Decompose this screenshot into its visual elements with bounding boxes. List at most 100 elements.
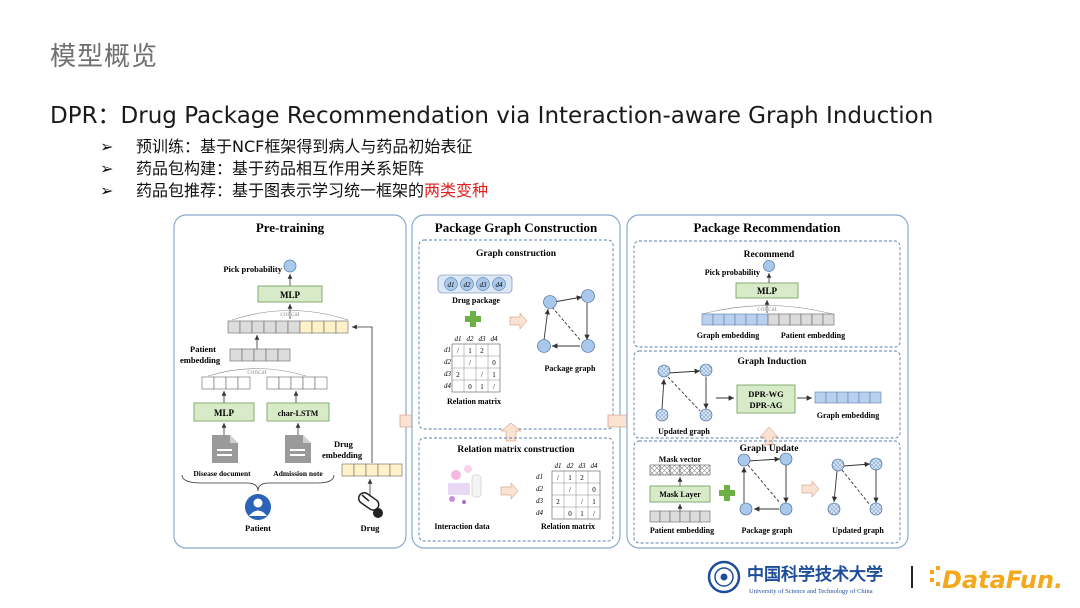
bullet-list: ➢ 预训练：基于NCF框架得到病人与药品初始表征 ➢ 药品包构建：基于药品相互作用关… (100, 136, 488, 202)
svg-text:/: / (593, 510, 595, 518)
svg-text:1: 1 (492, 371, 496, 379)
char-lstm-box: char-LSTM (278, 409, 319, 418)
up-arrow-icon (500, 422, 522, 442)
flow-arrow-icon (509, 312, 528, 330)
svg-text:d2: d2 (536, 485, 544, 493)
svg-text:1: 1 (592, 498, 596, 506)
svg-text:/: / (557, 474, 559, 482)
svg-text:2: 2 (556, 498, 560, 506)
relation-matrix-top: d1 d2 d3 d4 d1 d2 d3 d4 / 1 2 / 0 2 / 1 … (444, 335, 501, 393)
footer-divider (911, 566, 913, 588)
svg-text:0: 0 (568, 510, 572, 518)
svg-text:0: 0 (468, 383, 472, 391)
rec-mlp-box: MLP (757, 286, 777, 296)
svg-text:1: 1 (480, 383, 484, 391)
svg-text:d2: d2 (467, 335, 475, 343)
relation-matrix-2-label: Relation matrix (541, 522, 595, 531)
bullet-item: ➢ 预训练：基于NCF框架得到病人与药品初始表征 (100, 136, 488, 158)
plus-icon (719, 485, 735, 501)
disease-document-icon (212, 435, 238, 463)
bullet-arrow-icon: ➢ (100, 159, 114, 178)
svg-text:d2: d2 (444, 358, 452, 366)
pretraining-panel: Pre-training Pick probability MLP concat… (173, 214, 407, 549)
flow-arrow-icon (500, 482, 519, 500)
datafun-logo: DataFun. (930, 566, 1060, 594)
drug-embedding-vector (341, 463, 403, 477)
svg-text:d3: d3 (479, 335, 487, 343)
svg-text:/: / (581, 498, 583, 506)
pretraining-mlp-box: MLP (280, 290, 300, 300)
svg-text:1: 1 (580, 510, 584, 518)
recommendation-title: Package Recommendation (694, 220, 842, 235)
recommendation-panel: Package Recommendation Recommend Pick pr… (626, 214, 909, 549)
bullet-arrow-icon: ➢ (100, 137, 114, 156)
svg-text:/: / (457, 347, 459, 355)
rec-combined-vector (701, 313, 835, 326)
datafun-wordmark: DataFun. (942, 566, 1060, 594)
updated-graph-icon-1 (655, 363, 713, 422)
rec-pick-probability-label: Pick probability (705, 268, 760, 277)
disease-mlp-box: MLP (214, 408, 234, 418)
drug-embedding-label-2: embedding (322, 450, 363, 460)
svg-text:0: 0 (492, 359, 496, 367)
drug-embedding-label-1: Drug (334, 439, 354, 449)
bullet-text: 药品包构建：基于药品相互作用关系矩阵 (136, 159, 425, 178)
patient-embedding-label-2: embedding (180, 355, 221, 365)
section-title: 模型概览 (50, 42, 159, 72)
ustc-english-name: University of Science and Technology of … (749, 588, 873, 595)
drug-package-label: Drug package (452, 296, 500, 305)
relation-matrix-construction-label: Relation matrix construction (457, 445, 575, 455)
svg-text:d3: d3 (480, 281, 488, 289)
rec-patient-embedding-label: Patient embedding (781, 331, 845, 340)
disease-document-label: Disease document (193, 469, 251, 478)
combined-embedding-vector (227, 320, 349, 334)
interaction-data-label: Interaction data (434, 522, 489, 531)
pretraining-title: Pre-training (256, 220, 325, 235)
updated-graph-2-label: Updated graph (832, 526, 884, 535)
package-graph-label: Package graph (545, 364, 596, 373)
graph-embedding-2-label: Graph embedding (817, 411, 879, 420)
output-node-icon (283, 259, 297, 273)
admission-note-label: Admission note (273, 469, 323, 478)
patient-embedding-2-label: Patient embedding (650, 526, 714, 535)
ustc-logo: 中国科学技术大学 University of Science and Techn… (707, 560, 883, 595)
svg-text:d4: d4 (491, 335, 499, 343)
construction-title: Package Graph Construction (435, 220, 598, 235)
svg-text:d1: d1 (448, 281, 455, 289)
bullet-text: 预训练：基于NCF框架得到病人与药品初始表征 (136, 137, 473, 156)
package-graph-icon-2 (737, 452, 793, 516)
svg-text:d3: d3 (579, 462, 587, 470)
svg-text:/: / (569, 486, 571, 494)
updated-graph-label: Updated graph (658, 427, 710, 436)
datafun-mark-icon (930, 566, 940, 586)
concat-top-label: concat (280, 309, 300, 318)
svg-text:d4: d4 (591, 462, 599, 470)
relation-matrix-bottom: d1 d2 d3 d4 d1 d2 d3 d4 / 1 2 / 0 2 / 1 … (536, 462, 601, 520)
svg-text:/: / (469, 359, 471, 367)
patient-avatar-icon (245, 494, 271, 520)
graph-update-label: Graph Update (740, 444, 799, 454)
graph-induction-label: Graph Induction (738, 357, 808, 367)
svg-text:d2: d2 (464, 281, 472, 289)
patient-label: Patient (245, 523, 271, 533)
svg-text:d4: d4 (444, 382, 452, 390)
patient-embedding-vector-2 (649, 510, 711, 523)
svg-text:/: / (493, 383, 495, 391)
package-graph-2-label: Package graph (742, 526, 793, 535)
patient-embedding-label-1: Patient (190, 344, 216, 354)
relation-matrix-label: Relation matrix (447, 397, 501, 406)
mask-layer-box: Mask Layer (659, 490, 701, 499)
dpr-architecture-diagram: Pre-training Pick probability MLP concat… (173, 214, 909, 549)
svg-text:d3: d3 (444, 370, 452, 378)
svg-text:d4: d4 (536, 509, 544, 517)
bullet-arrow-icon: ➢ (100, 181, 114, 200)
up-arrow-icon (759, 426, 779, 446)
ustc-chinese-name: 中国科学技术大学 (747, 564, 883, 585)
svg-text:d1: d1 (444, 346, 451, 354)
graph-embedding-vector (814, 391, 882, 404)
interaction-data-icon (448, 465, 482, 504)
svg-text:0: 0 (592, 486, 596, 494)
bullet-item: ➢ 药品包构建：基于药品相互作用关系矩阵 (100, 158, 488, 180)
patient-embedding-vector (229, 348, 291, 362)
construction-panel: Package Graph Construction Graph constru… (411, 214, 621, 549)
